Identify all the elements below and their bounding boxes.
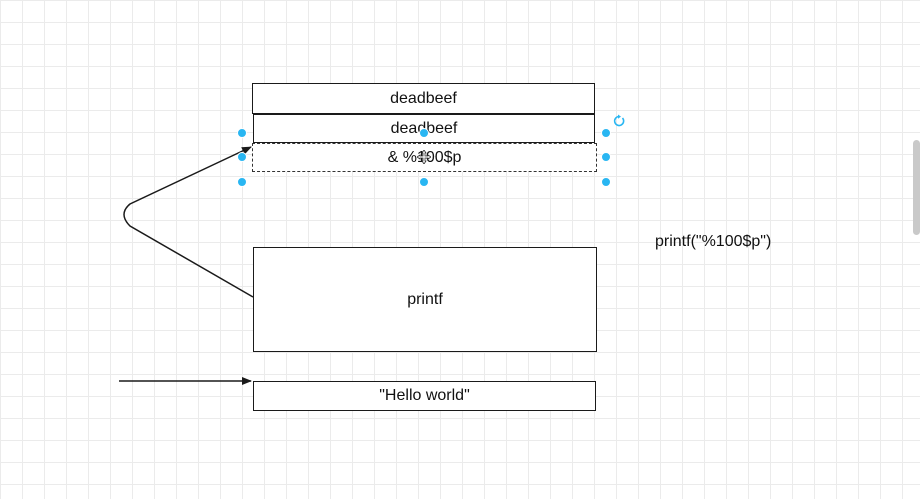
resize-handle-bottom-left[interactable] (237, 177, 247, 187)
printf-to-format-arrow[interactable] (123, 146, 254, 298)
stack-cell-top[interactable]: deadbeef (252, 83, 595, 114)
vertical-scrollbar[interactable] (913, 140, 920, 235)
resize-handle-top-left[interactable] (237, 128, 247, 138)
printf-box-label: printf (407, 290, 443, 308)
resize-handle-middle-left[interactable] (237, 152, 247, 162)
printf-call-annotation[interactable]: printf("%100$p") (655, 233, 772, 250)
stack-cell-top-label: deadbeef (390, 89, 457, 107)
resize-handle-middle-right[interactable] (601, 152, 611, 162)
hello-world-box-label: "Hello world" (379, 387, 470, 404)
hello-world-box[interactable]: "Hello world" (253, 381, 596, 411)
printf-box[interactable]: printf (253, 247, 597, 352)
rotate-icon[interactable] (612, 114, 626, 128)
resize-handle-top-center[interactable] (419, 128, 429, 138)
resize-handle-bottom-right[interactable] (601, 177, 611, 187)
resize-handle-bottom-center[interactable] (419, 177, 429, 187)
resize-handle-top-right[interactable] (601, 128, 611, 138)
move-cursor-icon (417, 150, 431, 164)
